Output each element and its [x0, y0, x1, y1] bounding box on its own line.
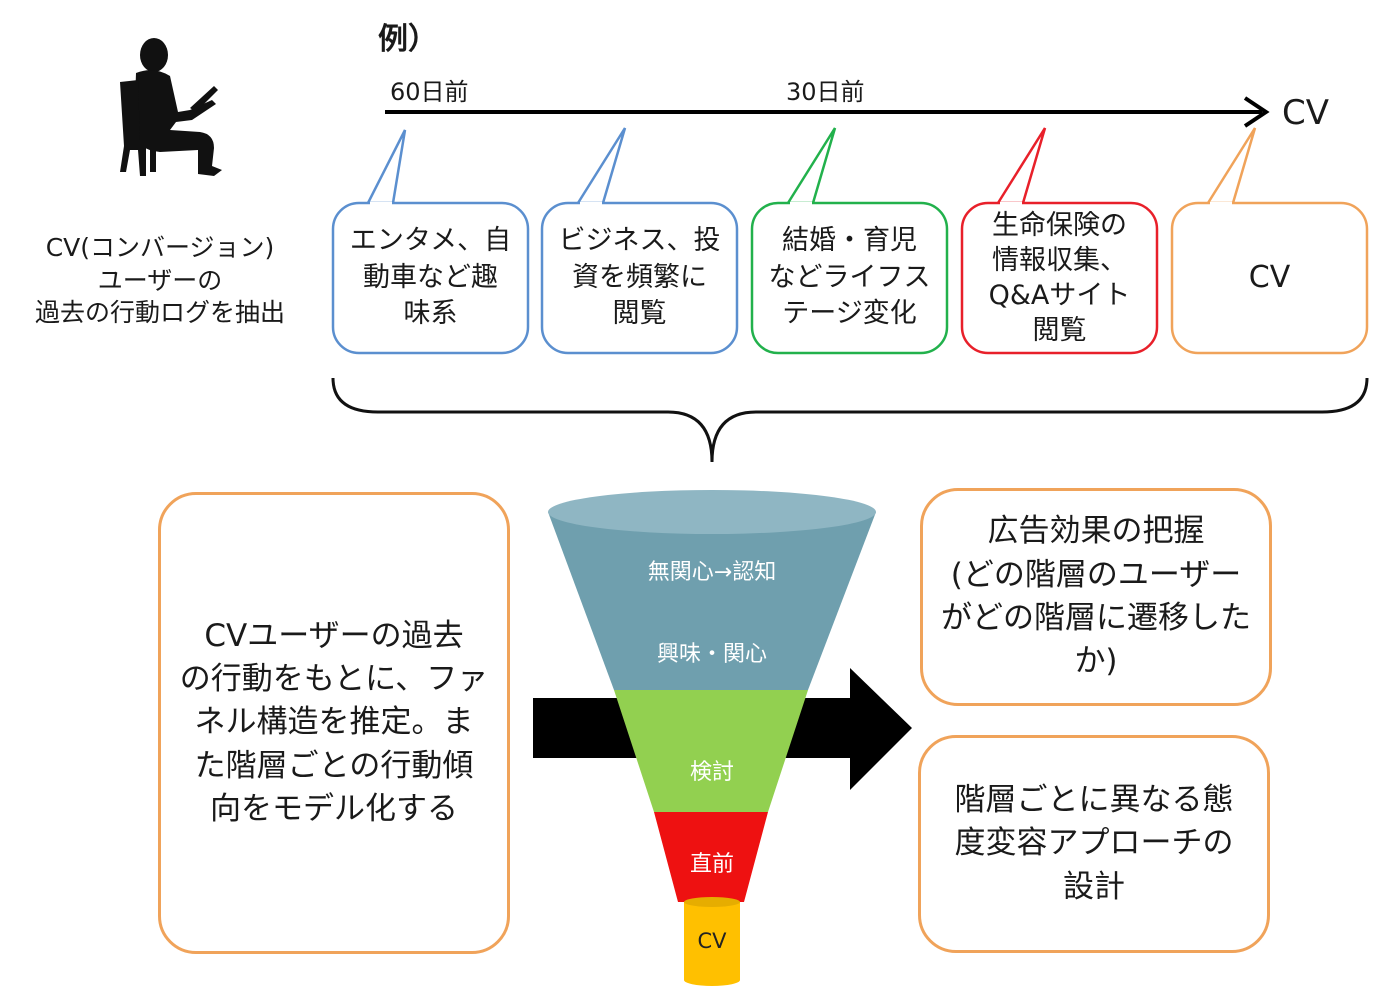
bubble-text-5: CV — [1248, 259, 1291, 295]
speech-bubble-5 — [1170, 127, 1369, 355]
timeline-end-label: CV — [1282, 93, 1329, 133]
speech-bubble-4 — [960, 127, 1159, 355]
left-description-box: CVユーザーの過去 の行動をもとに、ファ ネル構造を推定。ま た階層ごとの行動傾… — [158, 492, 510, 954]
funnel-label-awareness: 無関心→認知 — [647, 560, 777, 585]
speech-bubble-3 — [750, 127, 949, 355]
funnel-top-rim — [548, 490, 876, 534]
timeline-arrow — [385, 96, 1270, 128]
funnel-stage-top — [548, 512, 876, 690]
funnel — [548, 490, 876, 986]
funnel-label-just-before: 直前 — [689, 852, 734, 877]
right-bottom-text: 階層ごとに異なる態 度変容アプローチの 設計 — [954, 781, 1234, 905]
user-caption: CV(コンバージョン) ユーザーの 過去の行動ログを抽出 — [34, 233, 285, 327]
funnel-label-interest: 興味・関心 — [656, 642, 767, 667]
example-label: 例） — [378, 22, 438, 57]
bubble-text-1: エンタメ、自 動車など趣 味系 — [349, 225, 512, 330]
funnel-stage-cv — [684, 902, 740, 980]
speech-bubble-2 — [540, 127, 739, 355]
grouping-brace — [331, 377, 1369, 463]
person-at-laptop-icon — [120, 38, 222, 176]
bubble-text-2: ビジネス、投 資を頻繁に 閲覧 — [558, 225, 721, 330]
left-description-text: CVユーザーの過去 の行動をもとに、ファ ネル構造を推定。ま た階層ごとの行動傾… — [179, 617, 489, 828]
funnel-stage-consider — [614, 690, 808, 812]
right-bottom-box: 階層ごとに異なる態 度変容アプローチの 設計 — [918, 735, 1270, 953]
speech-bubble-1 — [331, 129, 530, 355]
timeline-label-30-days: 30日前 — [786, 78, 865, 106]
bubble-text-3: 結婚・育児 などライフス テージ変化 — [768, 225, 931, 330]
funnel-label-cv: CV — [697, 929, 727, 953]
funnel-label-consider: 検討 — [689, 760, 734, 785]
right-top-text: 広告効果の把握 (どの階層のユーザー がどの階層に遷移した か) — [941, 513, 1251, 680]
right-top-box: 広告効果の把握 (どの階層のユーザー がどの階層に遷移した か) — [920, 488, 1272, 706]
funnel-stage-just-before — [654, 812, 768, 902]
bubble-text-4: 生命保険の 情報収集、 Q&Aサイト 閲覧 — [988, 209, 1131, 347]
timeline-label-60-days: 60日前 — [390, 78, 469, 106]
